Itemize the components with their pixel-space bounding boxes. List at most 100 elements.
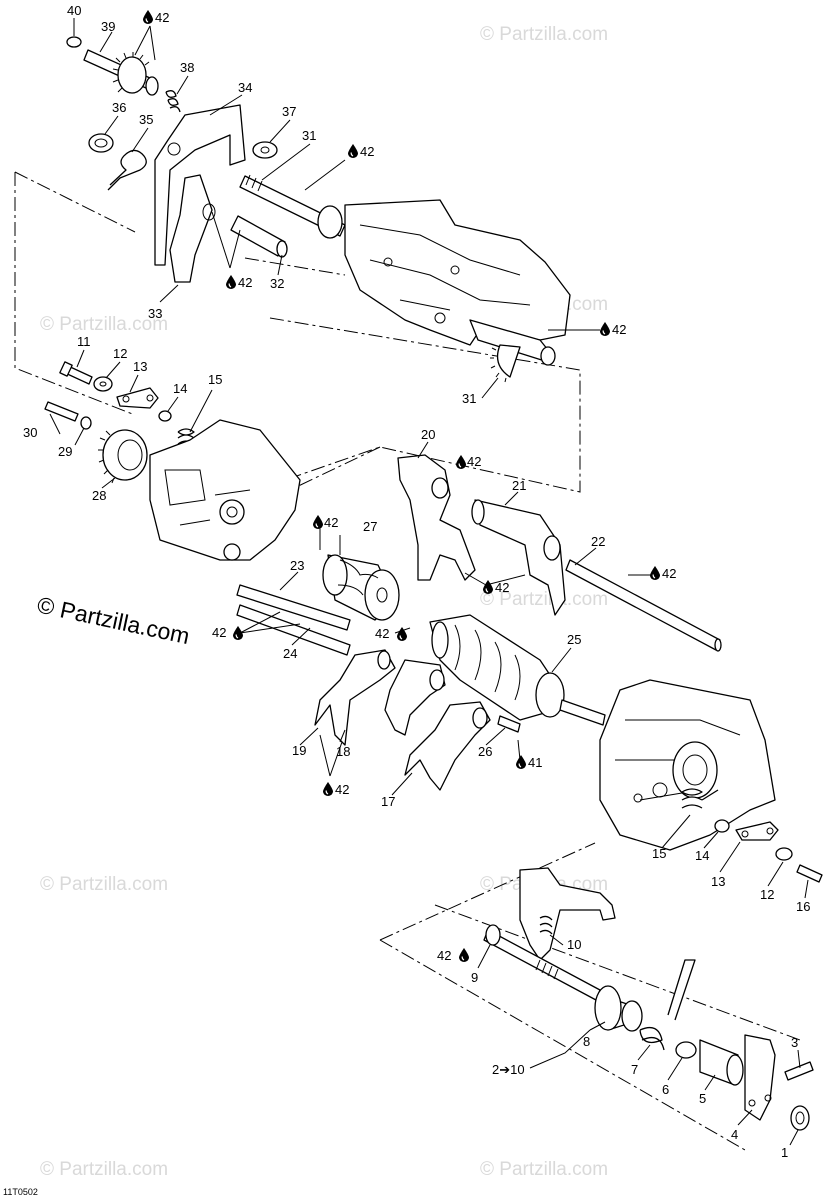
part-label: 14 — [695, 848, 709, 863]
washer-14b — [714, 819, 730, 833]
plate-34 — [154, 104, 246, 266]
part-label: 17 — [381, 794, 395, 809]
washer-37 — [252, 141, 278, 159]
spring-35 — [107, 149, 147, 191]
spring-7 — [639, 959, 696, 1051]
part-label: 5 — [699, 1091, 706, 1106]
part-label: 42 — [155, 10, 169, 25]
part-label: 24 — [283, 646, 297, 661]
bolt-16 — [796, 864, 823, 883]
plate-13b — [735, 821, 779, 841]
right-housing-assembly — [599, 679, 823, 883]
part-label: 4 — [731, 1127, 738, 1142]
part-label: 27 — [363, 519, 377, 534]
fork-20 — [397, 454, 476, 581]
washer-12 — [93, 376, 113, 392]
part-label: 12 — [760, 887, 774, 902]
part-label: 12 — [113, 346, 127, 361]
lever-9 — [519, 867, 616, 961]
part-label: 32 — [270, 276, 284, 291]
left-middle-assembly — [44, 361, 301, 561]
spring-38 — [165, 90, 181, 113]
drop-icon — [313, 515, 323, 529]
gear-39 — [117, 56, 147, 94]
part-label: 34 — [238, 80, 252, 95]
part-label: 7 — [631, 1062, 638, 1077]
shaft-end-39 — [145, 76, 159, 96]
part-label: 42 — [612, 322, 626, 337]
spring-15b — [681, 788, 719, 809]
bolt-3 — [784, 1061, 814, 1081]
drop-icon — [650, 566, 660, 580]
drop-icon — [483, 580, 493, 594]
watermark-text: © Partzilla.com — [480, 589, 608, 610]
gear-28 — [102, 429, 148, 481]
drop-icon — [226, 275, 236, 289]
watermark-text: © Partzilla.com — [40, 314, 168, 335]
part-label: 42 — [495, 580, 509, 595]
pin-32 — [230, 215, 286, 257]
part-label: 25 — [567, 632, 581, 647]
rod-23 — [236, 584, 351, 631]
rod-24 — [236, 604, 351, 656]
part-label: 1 — [781, 1145, 788, 1160]
drop-icon — [600, 322, 610, 336]
assembly-outlines — [14, 171, 801, 1151]
part-label: 37 — [282, 104, 296, 119]
part-label: 42 — [212, 625, 226, 640]
part-label: 42 — [467, 454, 481, 469]
part-label: 30 — [23, 425, 37, 440]
gear-sector-31 — [496, 344, 521, 378]
watermark-text: © Partzilla.com — [40, 1159, 168, 1180]
housing-middle — [149, 419, 301, 561]
bolt-30 — [44, 401, 79, 422]
part-label: 42 — [335, 782, 349, 797]
watermarks: © Partzilla.com © Partzilla.com © Partzi… — [40, 24, 608, 1180]
part-label: 36 — [112, 100, 126, 115]
bottom-shift-shaft-assembly — [483, 867, 814, 1131]
watermark-large: © Partzilla.com — [35, 591, 192, 649]
part-label: 15 — [208, 372, 222, 387]
part-label: 21 — [512, 478, 526, 493]
leader-lines — [49, 18, 809, 1146]
washer-12b — [775, 847, 793, 861]
drop-icon — [348, 144, 358, 158]
part-label: 26 — [478, 744, 492, 759]
drop-icon — [456, 455, 466, 469]
drop-icon — [233, 626, 243, 640]
drop-icon — [516, 755, 526, 769]
watermark-text: © Partzilla.com — [480, 24, 608, 45]
part-label: 40 — [67, 3, 81, 18]
fork-19 — [314, 649, 396, 746]
part-label: 38 — [180, 60, 194, 75]
part-label: 18 — [336, 744, 350, 759]
part-label: 15 — [652, 846, 666, 861]
lever-4 — [744, 1034, 776, 1121]
washer-29 — [80, 416, 92, 430]
part-label: 41 — [528, 755, 542, 770]
part-label: 23 — [290, 558, 304, 573]
washer-14 — [158, 410, 172, 422]
part-label: 9 — [471, 970, 478, 985]
plate-13 — [116, 387, 159, 409]
fork-17 — [404, 701, 491, 791]
bushing-36 — [88, 133, 114, 153]
part-label: 42 — [437, 948, 451, 963]
lever-33 — [169, 174, 213, 283]
spring-10 — [539, 915, 553, 935]
part-label: 11 — [77, 334, 91, 349]
part-label: 42 — [375, 626, 389, 641]
drop-icon — [323, 782, 333, 796]
part-label: 13 — [711, 874, 725, 889]
part-label: 22 — [591, 534, 605, 549]
part-label: 3 — [791, 1035, 798, 1050]
part-label: 19 — [292, 743, 306, 758]
drawing-code: 11T0502 — [3, 1187, 38, 1197]
part-label: 20 — [421, 427, 435, 442]
part-label: 42 — [360, 144, 374, 159]
part-label: 6 — [662, 1082, 669, 1097]
pin-26 — [497, 715, 521, 733]
part-label: 29 — [58, 444, 72, 459]
part-label: 13 — [133, 359, 147, 374]
part-label: 33 — [148, 306, 162, 321]
